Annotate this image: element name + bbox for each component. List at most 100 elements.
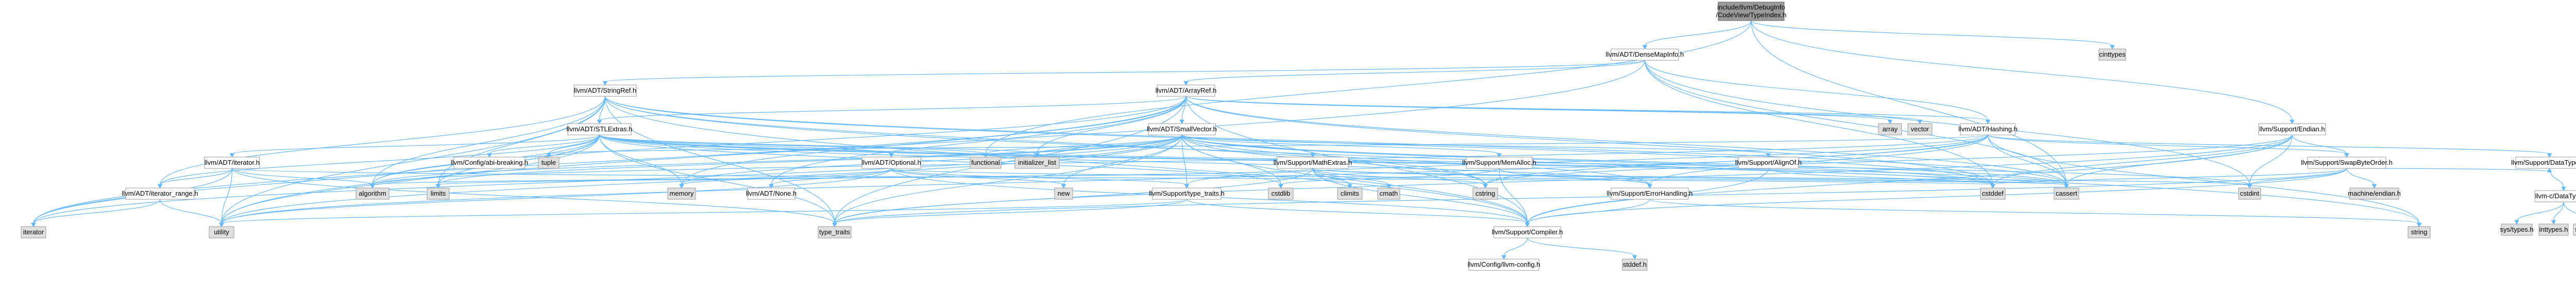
node-iterator[interactable]: llvm/ADT/iterator.h	[204, 157, 260, 169]
node-typetraits[interactable]: llvm/Support/type_traits.h	[1149, 187, 1225, 200]
node-memory: memory	[667, 187, 696, 200]
node-string: string	[2408, 226, 2431, 238]
node-type_traits: type_traits	[818, 226, 852, 238]
node-box	[1738, 157, 1799, 169]
node-box	[2054, 187, 2079, 200]
node-box	[1014, 157, 1060, 169]
node-box	[1268, 187, 1294, 200]
node-label: llvm/Support/Compiler.h	[1492, 228, 1563, 236]
node-label: llvm/ADT/Optional.h	[861, 159, 921, 166]
node-configabi[interactable]: llvm/Config/abi-breaking.h	[451, 157, 528, 169]
edge-llvmcdatatypes-to-systypes	[2514, 201, 2564, 225]
node-label: machine/endian.h	[2348, 190, 2401, 197]
node-alignof[interactable]: llvm/Support/AlignOf.h	[1735, 157, 1802, 169]
node-label: array	[1883, 125, 1898, 133]
node-array: array	[1878, 123, 1902, 135]
edge-hashing-to-tuple	[546, 134, 1989, 158]
edge-iterator-to-iterator_range	[157, 168, 233, 189]
node-optional[interactable]: llvm/ADT/Optional.h	[861, 157, 921, 169]
node-stlextras[interactable]: llvm/ADT/STLExtras.h	[567, 123, 633, 135]
edge-llvmcdatatypes-to-stdinth	[2563, 201, 2576, 214]
edge-iterator_range-to-iteratorstd	[31, 199, 161, 228]
edge-densemapinfo-to-hashing	[1644, 60, 1991, 125]
edge-typetraits-to-compiler	[1186, 199, 1530, 228]
node-root[interactable]: include/llvm/DebugInfo/CodeView/TypeInde…	[1716, 2, 1787, 21]
node-iterator_range[interactable]: llvm/ADT/iterator_range.h	[122, 187, 198, 200]
node-new: new	[1054, 187, 1073, 200]
node-cstddef: cstddef	[1980, 187, 2006, 200]
node-box	[747, 187, 795, 200]
node-box	[2573, 224, 2576, 236]
node-datatypes[interactable]: llvm/Support/DataTypes.h	[2511, 157, 2576, 169]
node-box	[2258, 123, 2326, 135]
node-label: functional	[971, 159, 1000, 166]
node-box	[453, 157, 526, 169]
node-arrayref[interactable]: llvm/ADT/ArrayRef.h	[1156, 84, 1216, 97]
node-tuple: tuple	[538, 157, 560, 169]
node-llvmconfig[interactable]: llvm/Config/llvm-config.h	[1468, 259, 1540, 271]
node-box	[567, 123, 632, 135]
node-box	[2538, 224, 2569, 236]
node-box	[21, 226, 46, 238]
node-label: llvm/ADT/SmallVector.h	[1147, 125, 1217, 133]
edge-mathextras-to-climits	[1312, 168, 1352, 189]
node-label: algorithm	[359, 190, 386, 197]
node-box	[1622, 259, 1648, 271]
edge-errorhandling-to-compiler	[1524, 199, 1650, 228]
node-label: llvm-c/DataTypes.h	[2535, 192, 2576, 200]
edge-typetraits-to-type_traits	[832, 199, 1188, 228]
node-box	[1337, 187, 1363, 200]
node-mathextras[interactable]: llvm/Support/MathExtras.h	[1274, 157, 1352, 169]
node-box	[1960, 123, 2016, 135]
node-box	[1493, 226, 1562, 238]
node-vector: vector	[1907, 123, 1933, 135]
node-errorhandling[interactable]: llvm/Support/ErrorHandling.h	[1607, 187, 1693, 200]
node-smallvector[interactable]: llvm/ADT/SmallVector.h	[1147, 123, 1217, 135]
node-layer: include/llvm/DebugInfo/CodeView/TypeInde…	[21, 2, 2576, 271]
edge-endian-to-cassert	[2064, 134, 2293, 189]
node-label: include/llvm/DebugInfo	[1717, 4, 1785, 11]
node-box	[1718, 2, 1785, 21]
node-box	[427, 187, 450, 200]
edge-alignof-to-cstddef	[1768, 168, 1995, 189]
node-box	[1377, 187, 1400, 200]
edge-datatypes-to-llvmcdatatypes	[2549, 168, 2566, 192]
edge-swapbyteorder-to-datatypes	[2346, 167, 2552, 173]
node-label: llvm/ADT/StringRef.h	[574, 87, 636, 94]
node-swapbyteorder[interactable]: llvm/Support/SwapByteOrder.h	[2301, 157, 2393, 169]
node-functional: functional	[970, 157, 1002, 169]
edge-densemapinfo-to-utility	[219, 60, 1646, 228]
node-none[interactable]: llvm/ADT/None.h	[746, 187, 796, 200]
edge-errorhandling-to-string	[1649, 199, 2422, 228]
node-label: cassert	[2056, 190, 2077, 197]
edge-memalloc-to-errorhandling	[1499, 168, 1652, 189]
edge-stringref-to-compiler	[604, 96, 1530, 228]
node-hashing[interactable]: llvm/ADT/Hashing.h	[1958, 123, 2018, 135]
node-label: llvm/ADT/Hashing.h	[1958, 125, 2018, 133]
node-compiler[interactable]: llvm/Support/Compiler.h	[1492, 226, 1563, 238]
node-densemapinfo[interactable]: llvm/ADT/DenseMapInfo.h	[1606, 48, 1684, 61]
edge-memalloc-to-cstdlib	[1278, 168, 1500, 189]
node-endian[interactable]: llvm/Support/Endian.h	[2258, 123, 2326, 135]
node-box	[1466, 157, 1533, 169]
node-label: stdint.h	[2575, 226, 2576, 233]
node-box	[1611, 187, 1689, 200]
node-label: inttypes.h	[2539, 226, 2568, 233]
node-box	[2238, 187, 2261, 200]
edge-mathextras-to-cassert	[1312, 168, 2069, 189]
node-label: llvm/ADT/None.h	[746, 190, 796, 197]
edge-compiler-to-stddefh	[1527, 237, 1637, 260]
edge-mathextras-to-cmath	[1312, 168, 1392, 189]
edge-typetraits-to-utility	[219, 199, 1188, 228]
node-llvmcdatatypes[interactable]: llvm-c/DataTypes.h	[2534, 190, 2576, 202]
node-box	[2098, 48, 2126, 61]
node-label: cstdlib	[1272, 190, 1291, 197]
node-stringref[interactable]: llvm/ADT/StringRef.h	[573, 84, 637, 97]
node-label: llvm/Support/SwapByteOrder.h	[2301, 159, 2393, 166]
node-memalloc[interactable]: llvm/Support/MemAlloc.h	[1462, 157, 1536, 169]
node-box	[538, 157, 560, 169]
edge-root-to-densemapinfo	[1642, 20, 1752, 50]
node-box	[573, 84, 637, 97]
edge-densemapinfo-to-stringref	[602, 60, 1646, 86]
node-box	[2515, 157, 2576, 169]
